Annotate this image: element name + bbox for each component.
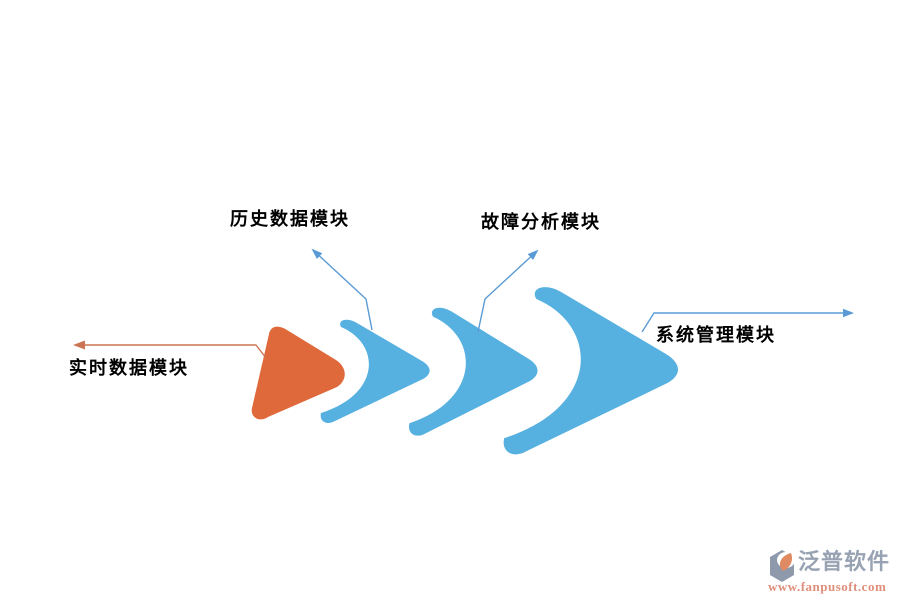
connector-realtime-line <box>84 344 267 359</box>
connector-realtime <box>73 340 267 359</box>
chevron-fault-shape <box>408 307 538 436</box>
connector-realtime-arrowhead-icon <box>73 340 85 350</box>
connector-system-arrowhead-icon <box>843 308 854 318</box>
label-history-data-module: 历史数据模块 <box>230 209 350 230</box>
connector-system <box>641 308 854 333</box>
label-fault-analysis-module: 故障分析模块 <box>481 212 601 233</box>
chevron-history-shape <box>320 319 430 424</box>
fanpu-logo-icon <box>770 550 795 582</box>
chevron-realtime-shape <box>251 326 345 420</box>
connector-history <box>311 248 373 331</box>
connector-system-line <box>641 312 846 333</box>
fanpu-logo: 泛普软件 www.fanpusoft.com <box>768 549 898 593</box>
connector-fault <box>477 249 539 333</box>
label-system-management-module: 系统管理模块 <box>656 325 776 346</box>
chevron-system-shape <box>503 287 679 455</box>
connector-history-line <box>312 249 373 331</box>
connector-fault-line <box>477 250 538 333</box>
label-realtime-data-module: 实时数据模块 <box>69 358 189 379</box>
connector-history-arrowhead-icon <box>311 248 323 259</box>
fanpu-website-url: www.fanpusoft.com <box>768 579 887 594</box>
fanpu-logo-text: 泛普软件 <box>798 550 891 575</box>
connector-fault-arrowhead-icon <box>527 249 539 260</box>
